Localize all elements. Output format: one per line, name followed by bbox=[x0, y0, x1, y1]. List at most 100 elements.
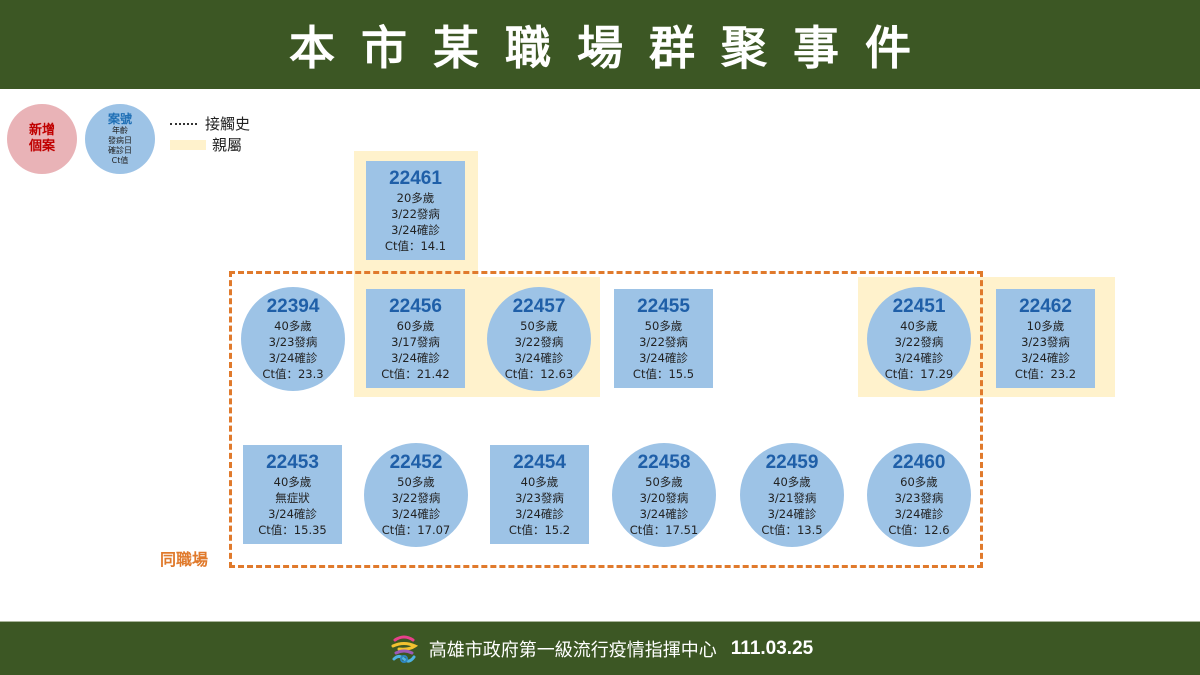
case-age: 40多歲 bbox=[773, 475, 811, 489]
legend-contact: 接觸史 bbox=[170, 113, 250, 134]
workplace-cluster-boundary bbox=[229, 271, 983, 568]
case-node-22453: 22453 40多歲 無症狀 3/24確診 Ct值：15.35 bbox=[243, 445, 342, 544]
case-node-22451: 22451 40多歲 3/22發病 3/24確診 Ct值：17.29 bbox=[867, 287, 971, 391]
case-id: 22455 bbox=[637, 295, 690, 317]
case-node-22460: 22460 60多歲 3/23發病 3/24確診 Ct值：12.6 bbox=[867, 443, 971, 547]
legend-family-label: 親屬 bbox=[212, 136, 243, 154]
kaohsiung-logo-icon bbox=[391, 635, 418, 663]
case-node-22452: 22452 50多歲 3/22發病 3/24確診 Ct值：17.07 bbox=[364, 443, 468, 547]
case-id: 22394 bbox=[266, 296, 320, 317]
legend-onset: 發病日 bbox=[108, 135, 132, 145]
case-confirmed: 3/24確診 bbox=[391, 350, 440, 365]
case-node-22455: 22455 50多歲 3/22發病 3/24確診 Ct值：15.5 bbox=[614, 289, 713, 388]
case-ct: Ct值：23.3 bbox=[262, 367, 324, 381]
case-node-22394: 22394 40多歲 3/23發病 3/24確診 Ct值：23.3 bbox=[241, 287, 345, 391]
case-ct: Ct值：14.1 bbox=[384, 238, 447, 253]
case-onset: 無症狀 bbox=[275, 490, 310, 505]
case-id: 22456 bbox=[389, 295, 442, 317]
dotted-line-icon bbox=[170, 122, 197, 125]
case-onset: 3/23發病 bbox=[268, 335, 318, 349]
footer-banner: 高雄市政府第一級流行疫情指揮中心 111.03.25 bbox=[0, 621, 1200, 675]
legend-contact-label: 接觸史 bbox=[205, 115, 251, 133]
case-id: 22454 bbox=[513, 451, 566, 473]
case-onset: 3/23發病 bbox=[894, 491, 944, 505]
case-ct: Ct值：12.63 bbox=[504, 367, 574, 381]
case-onset: 3/20發病 bbox=[639, 491, 689, 505]
footer-date: 111.03.25 bbox=[730, 637, 814, 659]
case-age: 40多歲 bbox=[274, 319, 312, 333]
case-id: 22458 bbox=[637, 452, 691, 473]
case-onset: 3/23發病 bbox=[1021, 334, 1070, 349]
case-onset: 3/22發病 bbox=[391, 206, 440, 221]
case-age: 40多歲 bbox=[273, 474, 312, 489]
case-age: 50多歲 bbox=[645, 475, 683, 489]
footer-organization: 高雄市政府第一級流行疫情指揮中心 bbox=[428, 639, 717, 661]
case-ct: Ct值：15.2 bbox=[508, 522, 571, 537]
case-node-22457: 22457 50多歲 3/22發病 3/24確診 Ct值：12.63 bbox=[487, 287, 591, 391]
case-id: 22457 bbox=[512, 296, 566, 317]
case-age: 60多歲 bbox=[900, 475, 938, 489]
case-age: 20多歲 bbox=[396, 190, 435, 205]
case-confirmed: 3/24確診 bbox=[515, 506, 564, 521]
case-node-22456: 22456 60多歲 3/17發病 3/24確診 Ct值：21.42 bbox=[366, 289, 465, 388]
legend-ct: Ct值 bbox=[111, 155, 129, 165]
case-id: 22453 bbox=[266, 451, 319, 473]
case-onset: 3/22發病 bbox=[514, 335, 564, 349]
case-id: 22452 bbox=[389, 452, 443, 473]
case-onset: 3/17發病 bbox=[391, 334, 440, 349]
case-confirmed: 3/24確診 bbox=[391, 222, 440, 237]
case-ct: Ct值：23.2 bbox=[1014, 366, 1077, 381]
case-ct: Ct值：17.07 bbox=[381, 523, 451, 537]
case-onset: 3/22發病 bbox=[391, 491, 441, 505]
case-confirmed: 3/24確診 bbox=[514, 351, 564, 365]
case-ct: Ct值：15.5 bbox=[632, 366, 695, 381]
case-confirmed: 3/24確診 bbox=[894, 507, 944, 521]
family-bar-icon bbox=[170, 139, 206, 150]
case-node-22459: 22459 40多歲 3/21發病 3/24確診 Ct值：13.5 bbox=[740, 443, 844, 547]
case-id: 22461 bbox=[389, 167, 442, 189]
case-confirmed: 3/24確診 bbox=[391, 507, 441, 521]
case-age: 50多歲 bbox=[520, 319, 558, 333]
case-confirmed: 3/24確診 bbox=[767, 507, 817, 521]
case-ct: Ct值：13.5 bbox=[761, 523, 823, 537]
case-ct: Ct值：17.29 bbox=[884, 367, 954, 381]
case-confirmed: 3/24確診 bbox=[894, 351, 944, 365]
case-age: 60多歲 bbox=[396, 318, 435, 333]
case-node-22461: 22461 20多歲 3/22發病 3/24確診 Ct值：14.1 bbox=[366, 161, 465, 260]
case-age: 50多歲 bbox=[644, 318, 683, 333]
case-age: 40多歲 bbox=[900, 319, 938, 333]
case-id: 22451 bbox=[892, 296, 946, 317]
case-age: 10多歲 bbox=[1026, 318, 1065, 333]
legend-case-number: 案號 bbox=[107, 111, 132, 126]
legend-new-case-line1: 新增 bbox=[28, 123, 55, 138]
case-id: 22460 bbox=[892, 452, 946, 473]
case-onset: 3/22發病 bbox=[639, 334, 688, 349]
case-node-22454: 22454 40多歲 3/23發病 3/24確診 Ct值：15.2 bbox=[490, 445, 589, 544]
case-confirmed: 3/24確診 bbox=[1021, 350, 1070, 365]
case-ct: Ct值：17.51 bbox=[629, 523, 699, 537]
case-confirmed: 3/24確診 bbox=[639, 350, 688, 365]
case-confirmed: 3/24確診 bbox=[268, 506, 317, 521]
workplace-label: 同職場 bbox=[160, 550, 209, 569]
case-ct: Ct值：21.42 bbox=[381, 366, 450, 381]
page-title: 本市某職場群聚事件 bbox=[289, 20, 937, 75]
case-id: 22459 bbox=[765, 452, 819, 473]
legend-family: 親屬 bbox=[170, 134, 242, 155]
title-banner: 本市某職場群聚事件 bbox=[0, 0, 1200, 89]
case-age: 50多歲 bbox=[397, 475, 435, 489]
case-confirmed: 3/24確診 bbox=[268, 351, 318, 365]
case-onset: 3/21發病 bbox=[767, 491, 817, 505]
legend-new-case-line2: 個案 bbox=[28, 139, 55, 154]
legend-confirmed: 確診日 bbox=[108, 145, 132, 155]
case-confirmed: 3/24確診 bbox=[639, 507, 689, 521]
case-node-22458: 22458 50多歲 3/20發病 3/24確診 Ct值：17.51 bbox=[612, 443, 716, 547]
legend-new-case: 新增 個案 bbox=[7, 104, 77, 174]
case-age: 40多歲 bbox=[520, 474, 559, 489]
case-id: 22462 bbox=[1019, 295, 1072, 317]
legend-case-key: 案號 年齡 發病日 確診日 Ct值 bbox=[85, 104, 155, 174]
case-onset: 3/23發病 bbox=[515, 490, 564, 505]
case-ct: Ct值：15.35 bbox=[258, 522, 327, 537]
case-ct: Ct值：12.6 bbox=[888, 523, 950, 537]
case-node-22462: 22462 10多歲 3/23發病 3/24確診 Ct值：23.2 bbox=[996, 289, 1095, 388]
legend-age: 年齡 bbox=[112, 125, 128, 135]
